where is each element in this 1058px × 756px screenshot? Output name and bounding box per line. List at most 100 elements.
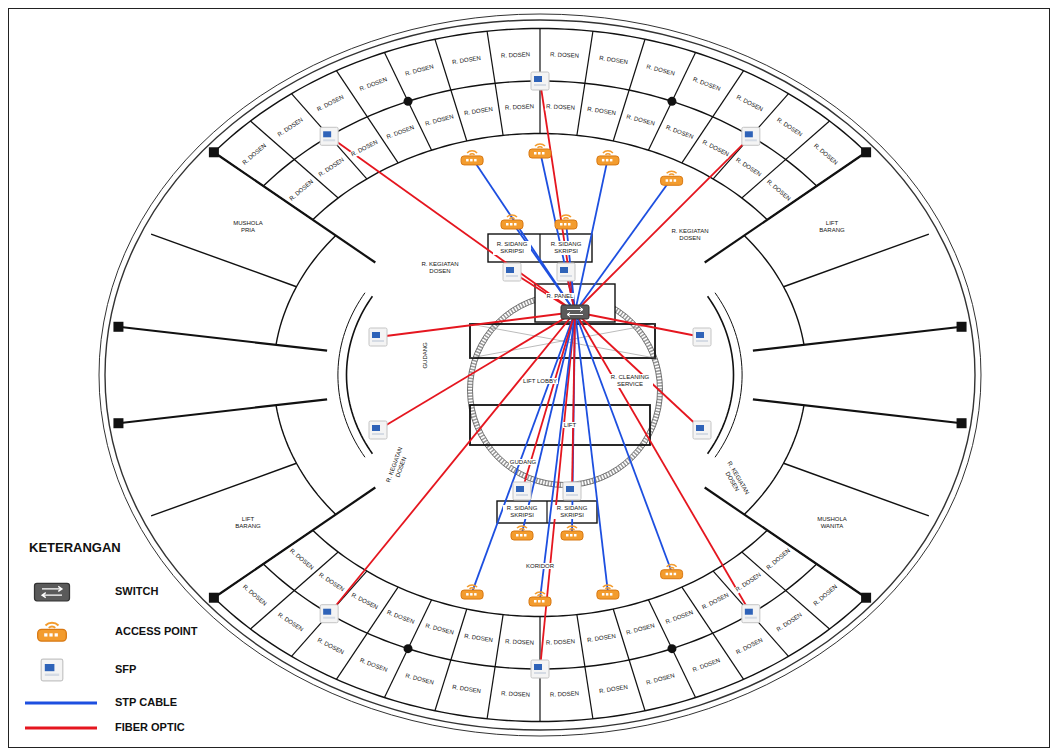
wifi-wave [510, 218, 515, 219]
access-point-body [597, 590, 619, 599]
wifi-wave [470, 588, 475, 589]
wifi-wave [467, 585, 477, 587]
switch-body [35, 583, 70, 601]
room-label: R. DOSEN [276, 116, 306, 139]
stp-cable [540, 312, 575, 599]
sfp-shade [566, 494, 578, 496]
stp-cable-sample [25, 702, 97, 705]
access-point-led [538, 600, 541, 603]
sfp-port [745, 609, 753, 615]
sfp-shade [745, 617, 757, 619]
switch-icon [561, 305, 589, 319]
fiber-optic-cable [378, 312, 575, 430]
wifi-wave [564, 218, 569, 219]
room-label: R. DOSEN [625, 113, 657, 128]
sfp-icon [369, 421, 387, 439]
wall [292, 94, 367, 179]
access-point-led [568, 223, 571, 226]
access-point-led [524, 534, 527, 537]
access-point-body [597, 156, 619, 165]
sfp-body [513, 482, 531, 500]
wall [313, 530, 768, 616]
sfp-port [696, 425, 704, 431]
room-label: MUSHOLA PRIA [230, 220, 266, 234]
switch-arrows [567, 308, 583, 317]
access-point-body [555, 220, 577, 229]
access-point-led [602, 593, 605, 596]
room-label: R. DOSEN [350, 138, 381, 158]
room-label: R. DOSEN [734, 636, 765, 656]
wall [753, 399, 962, 423]
sfp-shade [506, 275, 518, 277]
room-label: R. DOSEN [700, 138, 731, 158]
access-point-icon [661, 565, 683, 579]
access-point-led [542, 152, 545, 155]
access-point-led [610, 593, 613, 596]
column [113, 322, 123, 332]
sfp-body [557, 263, 575, 281]
wall [118, 327, 327, 351]
access-point-led [570, 534, 573, 537]
access-point-led [466, 159, 469, 162]
switch-icon [35, 583, 70, 601]
sfp-port [516, 486, 524, 492]
wall [744, 405, 804, 514]
wall [682, 71, 744, 163]
wall [487, 615, 503, 719]
legend-heading: KETERANGAN [28, 541, 122, 556]
room-label: R. DOSEN [597, 684, 629, 696]
wifi-wave [538, 147, 543, 148]
access-point-icon [555, 215, 577, 229]
sfp-shade [560, 275, 572, 277]
room-label: R. DOSEN [645, 673, 677, 688]
sfp-icon [320, 605, 338, 623]
wifi-wave [669, 174, 674, 175]
access-point-body [561, 531, 583, 540]
sfp-shade [696, 340, 708, 342]
legend-label: STP CABLE [115, 696, 177, 709]
room-label: R. DOSEN [733, 156, 763, 179]
room-label: R. DOSEN [504, 638, 535, 646]
sidang-room [497, 501, 597, 523]
access-point-icon [501, 215, 523, 229]
room-label: R. DOSEN [764, 178, 792, 203]
room-label: R. DOSEN [241, 583, 269, 608]
legend-label: SFP [115, 663, 136, 676]
sfp-shade [745, 139, 757, 141]
room-label: R. KEGIATAN DOSEN [718, 457, 753, 504]
room-label: R. DOSEN [663, 609, 694, 626]
room-label: R. DOSEN [451, 55, 483, 67]
room-label: R. KEGIATAN DOSEN [667, 228, 713, 242]
access-point-body [529, 597, 551, 606]
sfp-body [41, 659, 63, 681]
room-label: R. CLEANING SERVICE [607, 374, 653, 388]
fiber-optic-cable [329, 136, 575, 312]
room-label: R. KEGIATAN DOSEN [417, 261, 463, 275]
access-point-icon [597, 585, 619, 599]
sfp-icon [742, 127, 760, 145]
wall [546, 501, 547, 523]
sfp-icon [531, 660, 549, 678]
sfp-body [563, 482, 581, 500]
access-point-led [566, 534, 569, 537]
wifi-wave [46, 623, 59, 626]
sfp-icon [503, 263, 521, 281]
wall [435, 609, 467, 711]
access-point-led [674, 573, 677, 576]
wall [577, 615, 593, 719]
sfp-port [696, 332, 704, 338]
column [957, 418, 967, 428]
sfp-port [566, 486, 574, 492]
sfp-port [560, 267, 568, 273]
wall [338, 293, 365, 458]
room-label: R. DOSEN [545, 638, 576, 646]
wifi-wave [605, 154, 610, 155]
stp-cable [575, 312, 672, 572]
column [957, 322, 967, 332]
room-label: R. DOSEN [315, 636, 346, 656]
access-point-icon [511, 526, 533, 540]
column [404, 97, 413, 106]
sfp-body [369, 421, 387, 439]
room-label: GUDANG [509, 459, 537, 466]
wifi-wave [667, 565, 677, 567]
